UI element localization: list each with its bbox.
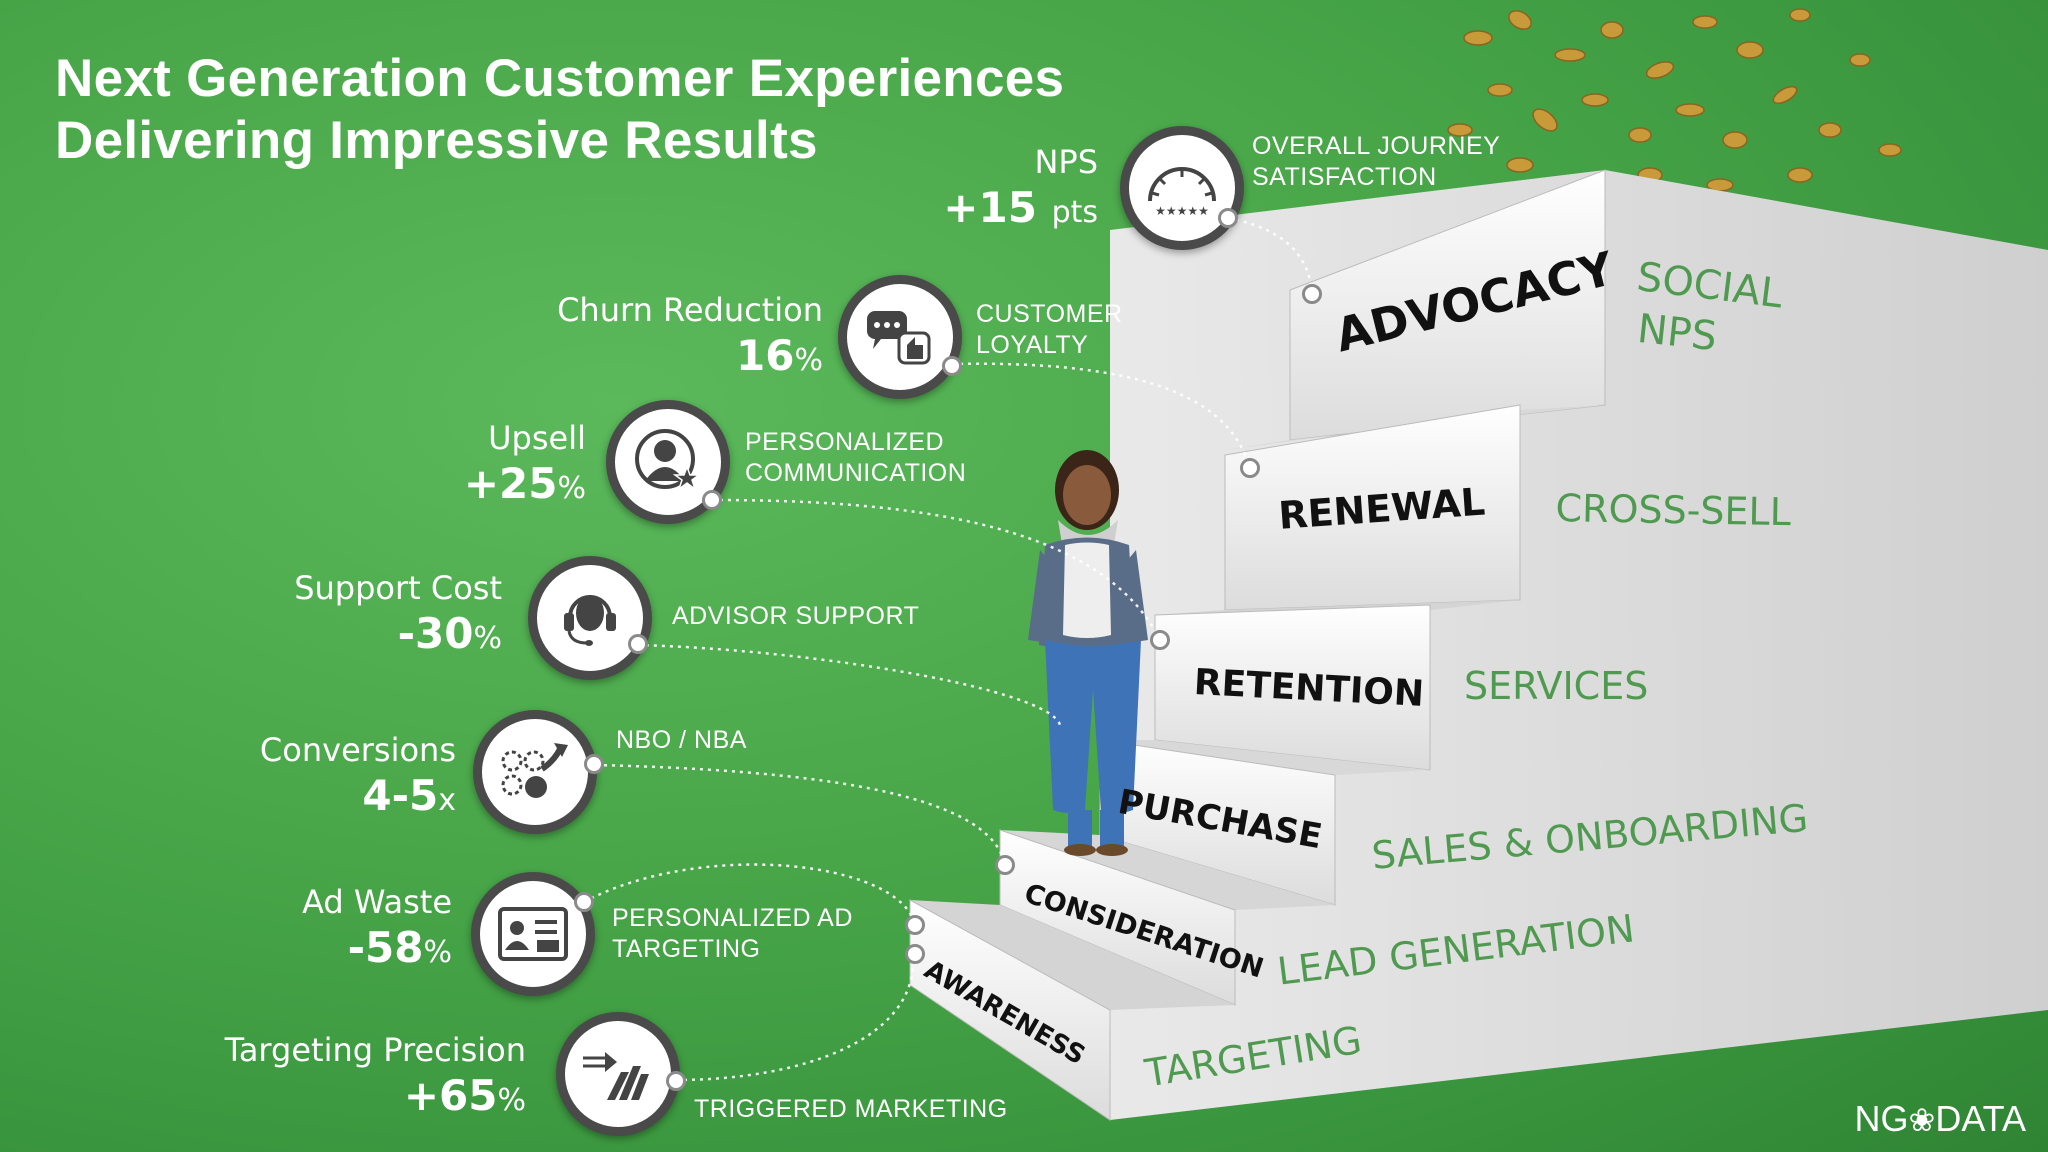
flower-logo-icon: ❀ [1908,1102,1936,1138]
gears-arrow-icon [473,710,597,834]
metric-support-cost: Support Cost -30% [294,568,502,665]
metric-name: Support Cost [294,569,502,607]
metric-caption: NBO / NBA [616,726,747,754]
consideration-anchor-dot [995,855,1015,875]
metric-caption: ADVISOR SUPPORT [672,602,920,630]
metric-name: NPS [1034,143,1098,181]
connector-dot [702,490,722,510]
slide-title: Next Generation Customer Experiences Del… [55,48,1064,172]
metric-nps: NPS +15 pts [943,142,1098,239]
benefit-cross-sell: CROSS-SELL [1555,486,1792,535]
svg-text:★★★★★: ★★★★★ [1155,204,1209,218]
renewal-anchor-dot [1240,458,1260,478]
chat-thumbs-up-icon [838,275,962,399]
connector-dot [1218,208,1238,228]
metric-name: Upsell [488,419,586,457]
metric-targeting-precision: Targeting Precision +65% [225,1030,526,1127]
metric-value: 16% [736,331,823,380]
metric-value: -58% [347,923,452,972]
retention-anchor-dot [1150,630,1170,650]
headset-icon [528,556,652,680]
gauge-stars-icon: ★★★★★ [1120,126,1244,250]
metric-upsell: Upsell +25% [464,418,586,515]
metric-name: Ad Waste [302,883,452,921]
metric-churn-reduction: Churn Reduction 16% [557,290,823,387]
connector-dot [942,356,962,376]
metric-caption: TRIGGERED MARKETING [694,1095,1008,1123]
arrows-dominoes-icon [556,1012,680,1136]
metric-value: +25% [463,459,586,508]
metric-value: +65% [403,1071,526,1120]
connector-dot [584,754,604,774]
id-card-icon [471,872,595,996]
ngdata-logo: NG❀DATA [1855,1098,2026,1140]
advocacy-anchor-dot [1302,284,1322,304]
connector-dot [574,892,594,912]
metric-value: +15 pts [943,183,1098,232]
logo-text-right: DATA [1935,1098,2026,1139]
person-star-icon [606,400,730,524]
connector-dot [628,634,648,654]
title-line-1: Next Generation Customer Experiences [55,49,1065,108]
metric-conversions: Conversions 4-5x [260,730,456,827]
metric-name: Targeting Precision [224,1031,526,1069]
awareness-anchor-dot [905,915,925,935]
metric-name: Churn Reduction [557,291,823,329]
metric-name: Conversions [259,731,456,769]
benefit-services: SERVICES [1464,664,1649,708]
metric-ad-waste: Ad Waste -58% [302,882,452,979]
awareness-anchor-dot-2 [905,944,925,964]
benefit-nps: NPS [1635,306,1720,361]
title-line-2: Delivering Impressive Results [55,111,818,170]
connector-dot [666,1071,686,1091]
logo-text-left: NG [1854,1098,1909,1139]
metric-value: 4-5x [362,771,456,820]
metric-value: -30% [397,609,502,658]
